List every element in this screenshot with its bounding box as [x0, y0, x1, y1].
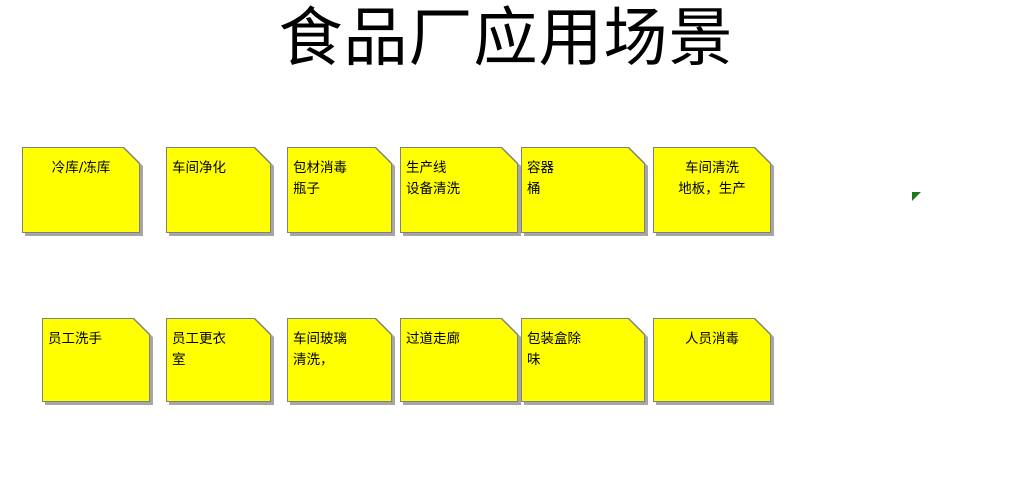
note-face	[23, 148, 139, 232]
note-card[interactable]: 容器 桶	[521, 147, 645, 233]
note-card[interactable]: 包装盒除 味	[521, 318, 645, 402]
note-card[interactable]: 车间净化	[166, 147, 271, 233]
note-face	[167, 148, 270, 232]
note-card[interactable]: 过道走廊	[400, 318, 518, 402]
note-label: 车间清洗 地板，生产	[678, 160, 746, 197]
note-card[interactable]: 员工更衣 室	[166, 318, 271, 402]
note-label: 容器 桶	[527, 160, 554, 197]
note-label: 车间玻璃 清洗，	[293, 331, 347, 368]
note-label: 冷库/冻库	[51, 160, 111, 176]
note-card[interactable]: 生产线 设备清洗	[400, 147, 518, 233]
note-face	[522, 319, 644, 401]
note-label: 包材消毒 瓶子	[293, 160, 347, 197]
note-label: 车间净化	[172, 160, 226, 176]
note-face	[167, 319, 270, 401]
green-corner-marker-icon	[912, 192, 921, 201]
note-label: 包装盒除 味	[527, 331, 581, 368]
note-label: 生产线 设备清洗	[406, 160, 460, 197]
note-face	[43, 319, 149, 401]
note-face	[401, 319, 517, 401]
note-label: 员工更衣 室	[172, 331, 226, 368]
note-face	[401, 148, 517, 232]
note-label: 员工洗手	[48, 331, 102, 347]
note-label: 过道走廊	[406, 331, 460, 347]
note-label: 人员消毒	[685, 331, 739, 347]
note-face	[288, 148, 391, 232]
page-title: 食品厂应用场景	[278, 2, 734, 76]
note-face	[654, 319, 770, 401]
note-card[interactable]: 包材消毒 瓶子	[287, 147, 392, 233]
note-card[interactable]: 车间清洗 地板，生产	[653, 147, 771, 233]
note-face	[522, 148, 644, 232]
note-face	[654, 148, 770, 232]
note-card[interactable]: 车间玻璃 清洗，	[287, 318, 392, 402]
note-card[interactable]: 冷库/冻库	[22, 147, 140, 233]
note-card[interactable]: 人员消毒	[653, 318, 771, 402]
note-face	[288, 319, 391, 401]
note-card[interactable]: 员工洗手	[42, 318, 150, 402]
